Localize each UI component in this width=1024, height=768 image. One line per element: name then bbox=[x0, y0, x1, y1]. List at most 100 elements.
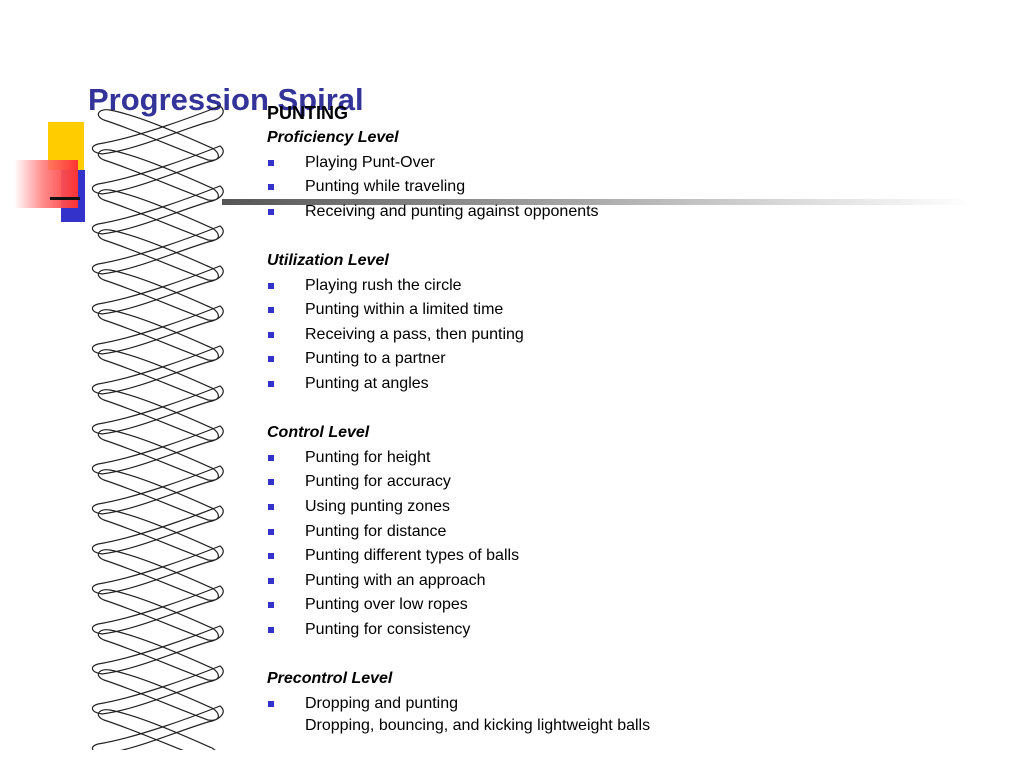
list-item: Punting for distance bbox=[267, 520, 987, 545]
spiral-loop bbox=[97, 629, 219, 681]
spiral-loop bbox=[97, 189, 219, 241]
square-bullet-icon bbox=[268, 553, 274, 560]
spiral-loop bbox=[91, 545, 224, 595]
level-heading: Utilization Level bbox=[267, 251, 389, 269]
level-heading: Proficiency Level bbox=[267, 129, 399, 146]
list-item: Playing Punt-Over bbox=[267, 151, 987, 176]
square-bullet-icon bbox=[268, 577, 274, 584]
list-item-text: Punting within a limited time bbox=[305, 301, 504, 319]
decorative-red-gradient-square bbox=[14, 160, 78, 208]
list-item-text: Punting over low ropes bbox=[305, 596, 468, 614]
list-item-text: Punting for accuracy bbox=[305, 473, 451, 491]
list-item-text: Playing rush the circle bbox=[305, 276, 462, 294]
list-item-text: Punting for consistency bbox=[305, 620, 471, 638]
spiral-loop bbox=[97, 309, 219, 361]
list-item: Punting within a limited time bbox=[267, 298, 987, 323]
list-item-text: Using punting zones bbox=[305, 497, 450, 515]
list-item-text: Punting for height bbox=[305, 448, 431, 466]
square-bullet-icon bbox=[268, 159, 274, 166]
list-item: Using punting zones bbox=[267, 495, 987, 520]
spiral-loop bbox=[97, 229, 219, 281]
list-item-text: Punting for distance bbox=[305, 522, 447, 540]
spiral-loop bbox=[97, 269, 219, 321]
spiral-loop bbox=[97, 669, 219, 721]
square-bullet-icon bbox=[268, 331, 274, 338]
list-item: Punting over low ropes bbox=[267, 593, 987, 618]
list-item: Punting at angles bbox=[267, 372, 987, 397]
spiral-loop bbox=[97, 469, 219, 521]
spiral-loop bbox=[97, 509, 219, 561]
square-bullet-icon bbox=[268, 700, 274, 707]
square-bullet-icon bbox=[268, 307, 274, 314]
list-item: Receiving a pass, then punting bbox=[267, 323, 987, 348]
list-item-text: Dropping and punting bbox=[305, 694, 459, 712]
list-item-text: Punting while traveling bbox=[305, 178, 466, 196]
square-bullet-icon bbox=[268, 184, 274, 191]
spiral-loop bbox=[91, 585, 224, 635]
level-heading: Control Level bbox=[267, 424, 370, 442]
spiral-loop bbox=[97, 549, 219, 601]
spiral-loop bbox=[91, 185, 224, 235]
spiral-loop bbox=[97, 109, 219, 161]
spiral-loop bbox=[91, 145, 224, 195]
list-item-text: Playing Punt-Over bbox=[305, 153, 435, 171]
spiral-ribbon-icon bbox=[91, 105, 224, 750]
square-bullet-icon bbox=[268, 356, 274, 363]
list-item-text: Receiving a pass, then punting bbox=[305, 325, 524, 343]
list-item-text: Receiving and punting against opponents bbox=[305, 202, 599, 220]
square-bullet-icon bbox=[268, 528, 274, 535]
spiral-loop bbox=[91, 225, 224, 275]
list-item-text: Punting different types of balls bbox=[305, 547, 520, 565]
list-item: Punting for consistency bbox=[267, 618, 987, 643]
spiral-loop bbox=[97, 429, 219, 481]
list-item: Punting different types of balls bbox=[267, 544, 987, 569]
list-item: Punting for height bbox=[267, 446, 987, 471]
spiral-loop bbox=[97, 389, 219, 441]
square-bullet-icon bbox=[268, 602, 274, 609]
spiral-loop bbox=[91, 345, 224, 395]
spiral-loop bbox=[91, 425, 224, 475]
list-item: Punting to a partner bbox=[267, 347, 987, 372]
spiral-loop bbox=[91, 265, 224, 315]
spiral-loop bbox=[91, 505, 224, 555]
level-heading: Precontrol Level bbox=[267, 670, 393, 688]
list-item-text: Punting at angles bbox=[305, 374, 429, 392]
slide-title: Progression Spiral bbox=[88, 82, 364, 117]
square-bullet-icon bbox=[268, 380, 274, 387]
spiral-loop bbox=[97, 149, 219, 201]
list-item: Punting for accuracy bbox=[267, 470, 987, 495]
spiral-loop bbox=[97, 349, 219, 401]
spiral-loop bbox=[91, 465, 224, 515]
square-bullet-icon bbox=[268, 626, 274, 633]
list-item: Playing rush the circle bbox=[267, 274, 987, 299]
spiral-loop bbox=[91, 705, 224, 750]
section-title: PUNTING bbox=[267, 103, 348, 123]
square-bullet-icon bbox=[268, 208, 274, 215]
square-bullet-icon bbox=[268, 479, 274, 486]
list-item: Punting while traveling bbox=[267, 175, 987, 200]
title-underline-rule bbox=[222, 199, 972, 205]
spiral-loop bbox=[97, 589, 219, 641]
square-bullet-icon bbox=[268, 282, 274, 289]
decorative-black-line bbox=[50, 197, 80, 200]
spiral-loop bbox=[91, 305, 224, 355]
list-item: Receiving and punting against opponents bbox=[267, 200, 987, 225]
spiral-loop bbox=[91, 625, 224, 675]
list-item-text: Punting with an approach bbox=[305, 571, 486, 589]
list-item: Punting with an approach bbox=[267, 569, 987, 594]
square-bullet-icon bbox=[268, 503, 274, 510]
spiral-loop bbox=[97, 709, 216, 750]
list-item-subline: Dropping, bouncing, and kicking lightwei… bbox=[305, 717, 651, 735]
